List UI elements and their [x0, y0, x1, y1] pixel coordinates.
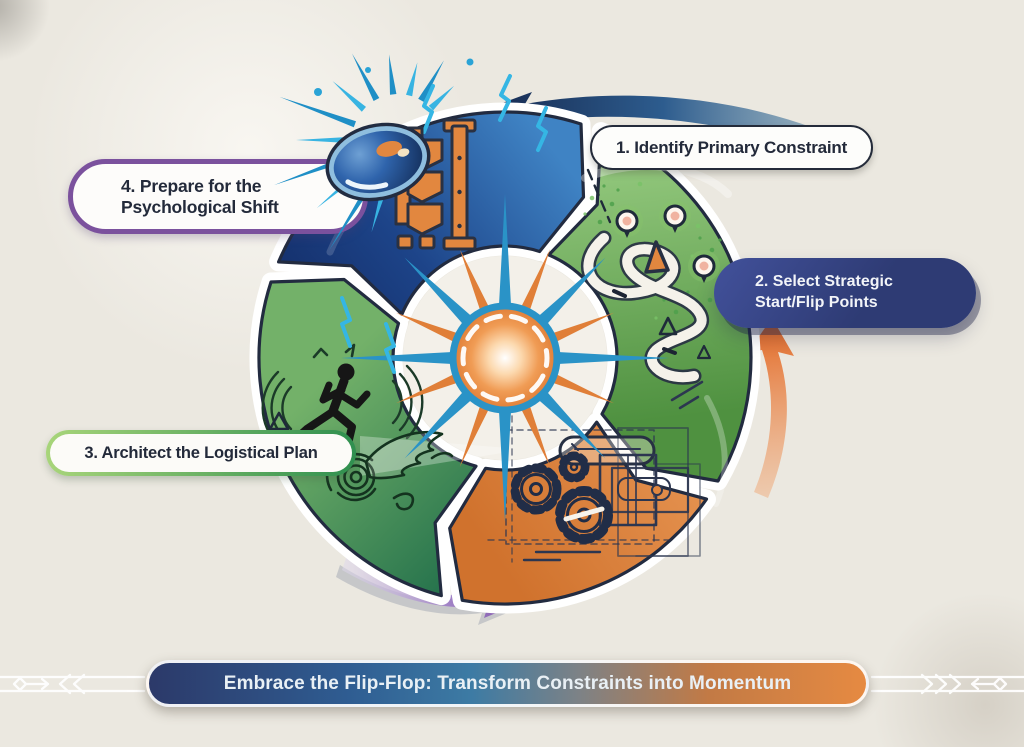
gear-icon — [555, 486, 613, 544]
top-navy-swoosh-arrow — [478, 92, 868, 168]
gear-icon — [558, 451, 590, 483]
step-3-label-inner: 3. Architect the Logistical Plan — [50, 434, 352, 472]
banner-text: Embrace the Flip-Flop: Transform Constra… — [223, 672, 792, 694]
small-triangle-icon — [696, 344, 712, 360]
winding-path-pins-icon — [580, 168, 722, 385]
bottom-divider-decoration — [0, 673, 1024, 695]
step-4-label-line2: Psychological Shift — [121, 196, 279, 217]
step-2-label-pill: 2. Select Strategic Start/Flip Points — [714, 258, 976, 328]
step-2-label-line1: 2. Select Strategic — [755, 273, 893, 291]
diamond-icon — [12, 676, 28, 692]
step-1-label: 1. Identify Primary Constraint — [615, 137, 848, 157]
runner-winged-wheel-icon — [261, 343, 508, 511]
step-4-label-line1: 4. Prepare for the — [121, 175, 262, 196]
gear-icon — [510, 463, 562, 515]
diamond-icon — [992, 676, 1008, 692]
step-3-label: 3. Architect the Logistical Plan — [84, 443, 318, 462]
chevron-right-icon — [920, 673, 962, 695]
winged-wheel-icon — [325, 431, 454, 511]
cone-icon — [644, 240, 670, 274]
sun-blue-spikes — [341, 194, 669, 522]
small-triangle-icon — [658, 316, 678, 336]
step-1-label-pill: 1. Identify Primary Constraint — [590, 125, 873, 170]
right-orange-swoosh-arrow — [748, 318, 794, 498]
map-pin-icons — [611, 200, 720, 283]
step-2-label-line2: Start/Flip Points — [755, 294, 878, 311]
small-triangle-icon — [268, 411, 290, 431]
segment-green-strategic — [547, 130, 753, 483]
step-4-label-pill: 4. Prepare for the Psychological Shift — [68, 159, 368, 234]
sun-burst-icon — [341, 194, 669, 522]
gears-blueprint-icon — [487, 380, 704, 563]
chevron-left-icon — [58, 673, 86, 695]
banner: Embrace the Flip-Flop: Transform Constra… — [146, 660, 869, 707]
step-3-label-pill: 3. Architect the Logistical Plan — [46, 430, 356, 476]
